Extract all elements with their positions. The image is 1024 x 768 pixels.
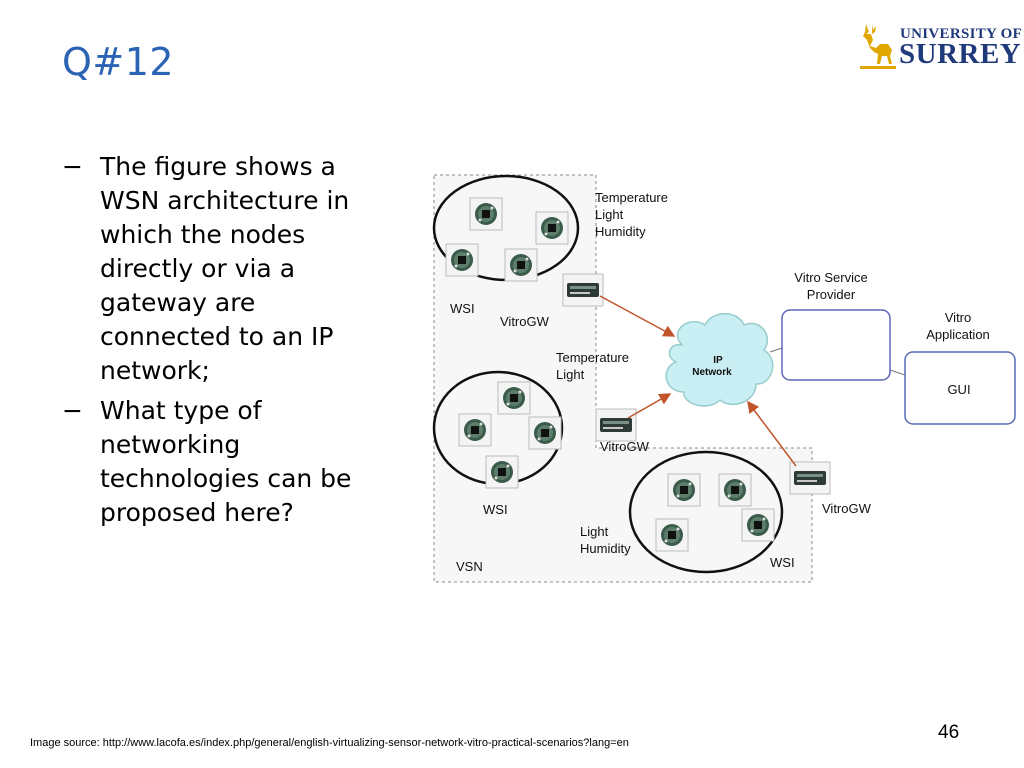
sensor-label: Humidity xyxy=(595,224,646,239)
sensor-node xyxy=(485,455,519,489)
connector-line xyxy=(889,369,906,376)
sensor-node xyxy=(667,473,701,507)
bullet-item: − The figure shows a WSN architecture in… xyxy=(62,150,382,388)
ip-network-label-2: Network xyxy=(692,367,732,378)
slide-title: Q#12 xyxy=(62,40,175,84)
gui-box xyxy=(904,351,1016,425)
gateway-device xyxy=(562,273,604,307)
sensor-node xyxy=(445,243,479,277)
sensor-node xyxy=(655,518,689,552)
gui-label: GUI xyxy=(947,382,970,397)
page-number: 46 xyxy=(938,722,960,743)
connector-line xyxy=(769,347,783,353)
sensor-label: Temperature xyxy=(595,190,668,205)
logo-line1: UNIVERSITY OF xyxy=(900,26,1023,42)
vsn-label: VSN xyxy=(456,559,483,574)
ip-network-cloud: IP Network xyxy=(665,313,774,407)
service-provider-label: Vitro Service xyxy=(794,270,867,285)
bullet-marker: − xyxy=(62,396,83,425)
bullet-text: The figure shows a WSN architecture in w… xyxy=(100,152,350,385)
bullet-text: What type of networking technologies can… xyxy=(100,396,352,527)
vitro-app-label: Application xyxy=(926,327,990,342)
sensor-node xyxy=(469,197,503,231)
link-arrow xyxy=(627,393,672,419)
stag-icon xyxy=(860,24,896,69)
sensor-label: Light xyxy=(595,207,624,222)
ip-network-label-1: IP xyxy=(713,355,723,366)
gateway-label: VitroGW xyxy=(822,501,872,516)
sensor-node xyxy=(497,381,531,415)
image-source: Image source: http://www.lacofa.es/index… xyxy=(30,737,629,749)
wsi-label: WSI xyxy=(483,502,508,517)
gateway-device xyxy=(595,408,637,442)
sensor-label: Light xyxy=(580,524,609,539)
bullet-list: − The figure shows a WSN architecture in… xyxy=(62,150,382,536)
gateway-label: VitroGW xyxy=(600,439,650,454)
service-provider-label: Provider xyxy=(807,287,856,302)
link-arrow xyxy=(747,400,797,467)
service-provider-box xyxy=(781,309,891,381)
link-arrow xyxy=(599,295,676,337)
gateway-label: VitroGW xyxy=(500,314,550,329)
sensor-label: Light xyxy=(556,367,585,382)
sensor-node xyxy=(718,473,752,507)
sensor-node xyxy=(528,416,562,450)
wsi-cluster-bottom xyxy=(628,450,784,574)
wsi-label: WSI xyxy=(450,301,475,316)
sensor-node xyxy=(458,413,492,447)
vitro-app-label: Vitro xyxy=(945,310,972,325)
logo-line2: SURREY xyxy=(899,38,1022,70)
sensor-label: Humidity xyxy=(580,541,631,556)
sensor-node xyxy=(504,248,538,282)
gateway-device xyxy=(789,461,831,495)
sensor-node xyxy=(741,508,775,542)
sensor-node xyxy=(535,211,569,245)
university-logo: UNIVERSITY OF SURREY xyxy=(858,22,1022,72)
sensor-label: Temperature xyxy=(556,350,629,365)
wsi-label: WSI xyxy=(770,555,795,570)
bullet-item: − What type of networking technologies c… xyxy=(62,394,382,530)
bullet-marker: − xyxy=(62,152,83,181)
